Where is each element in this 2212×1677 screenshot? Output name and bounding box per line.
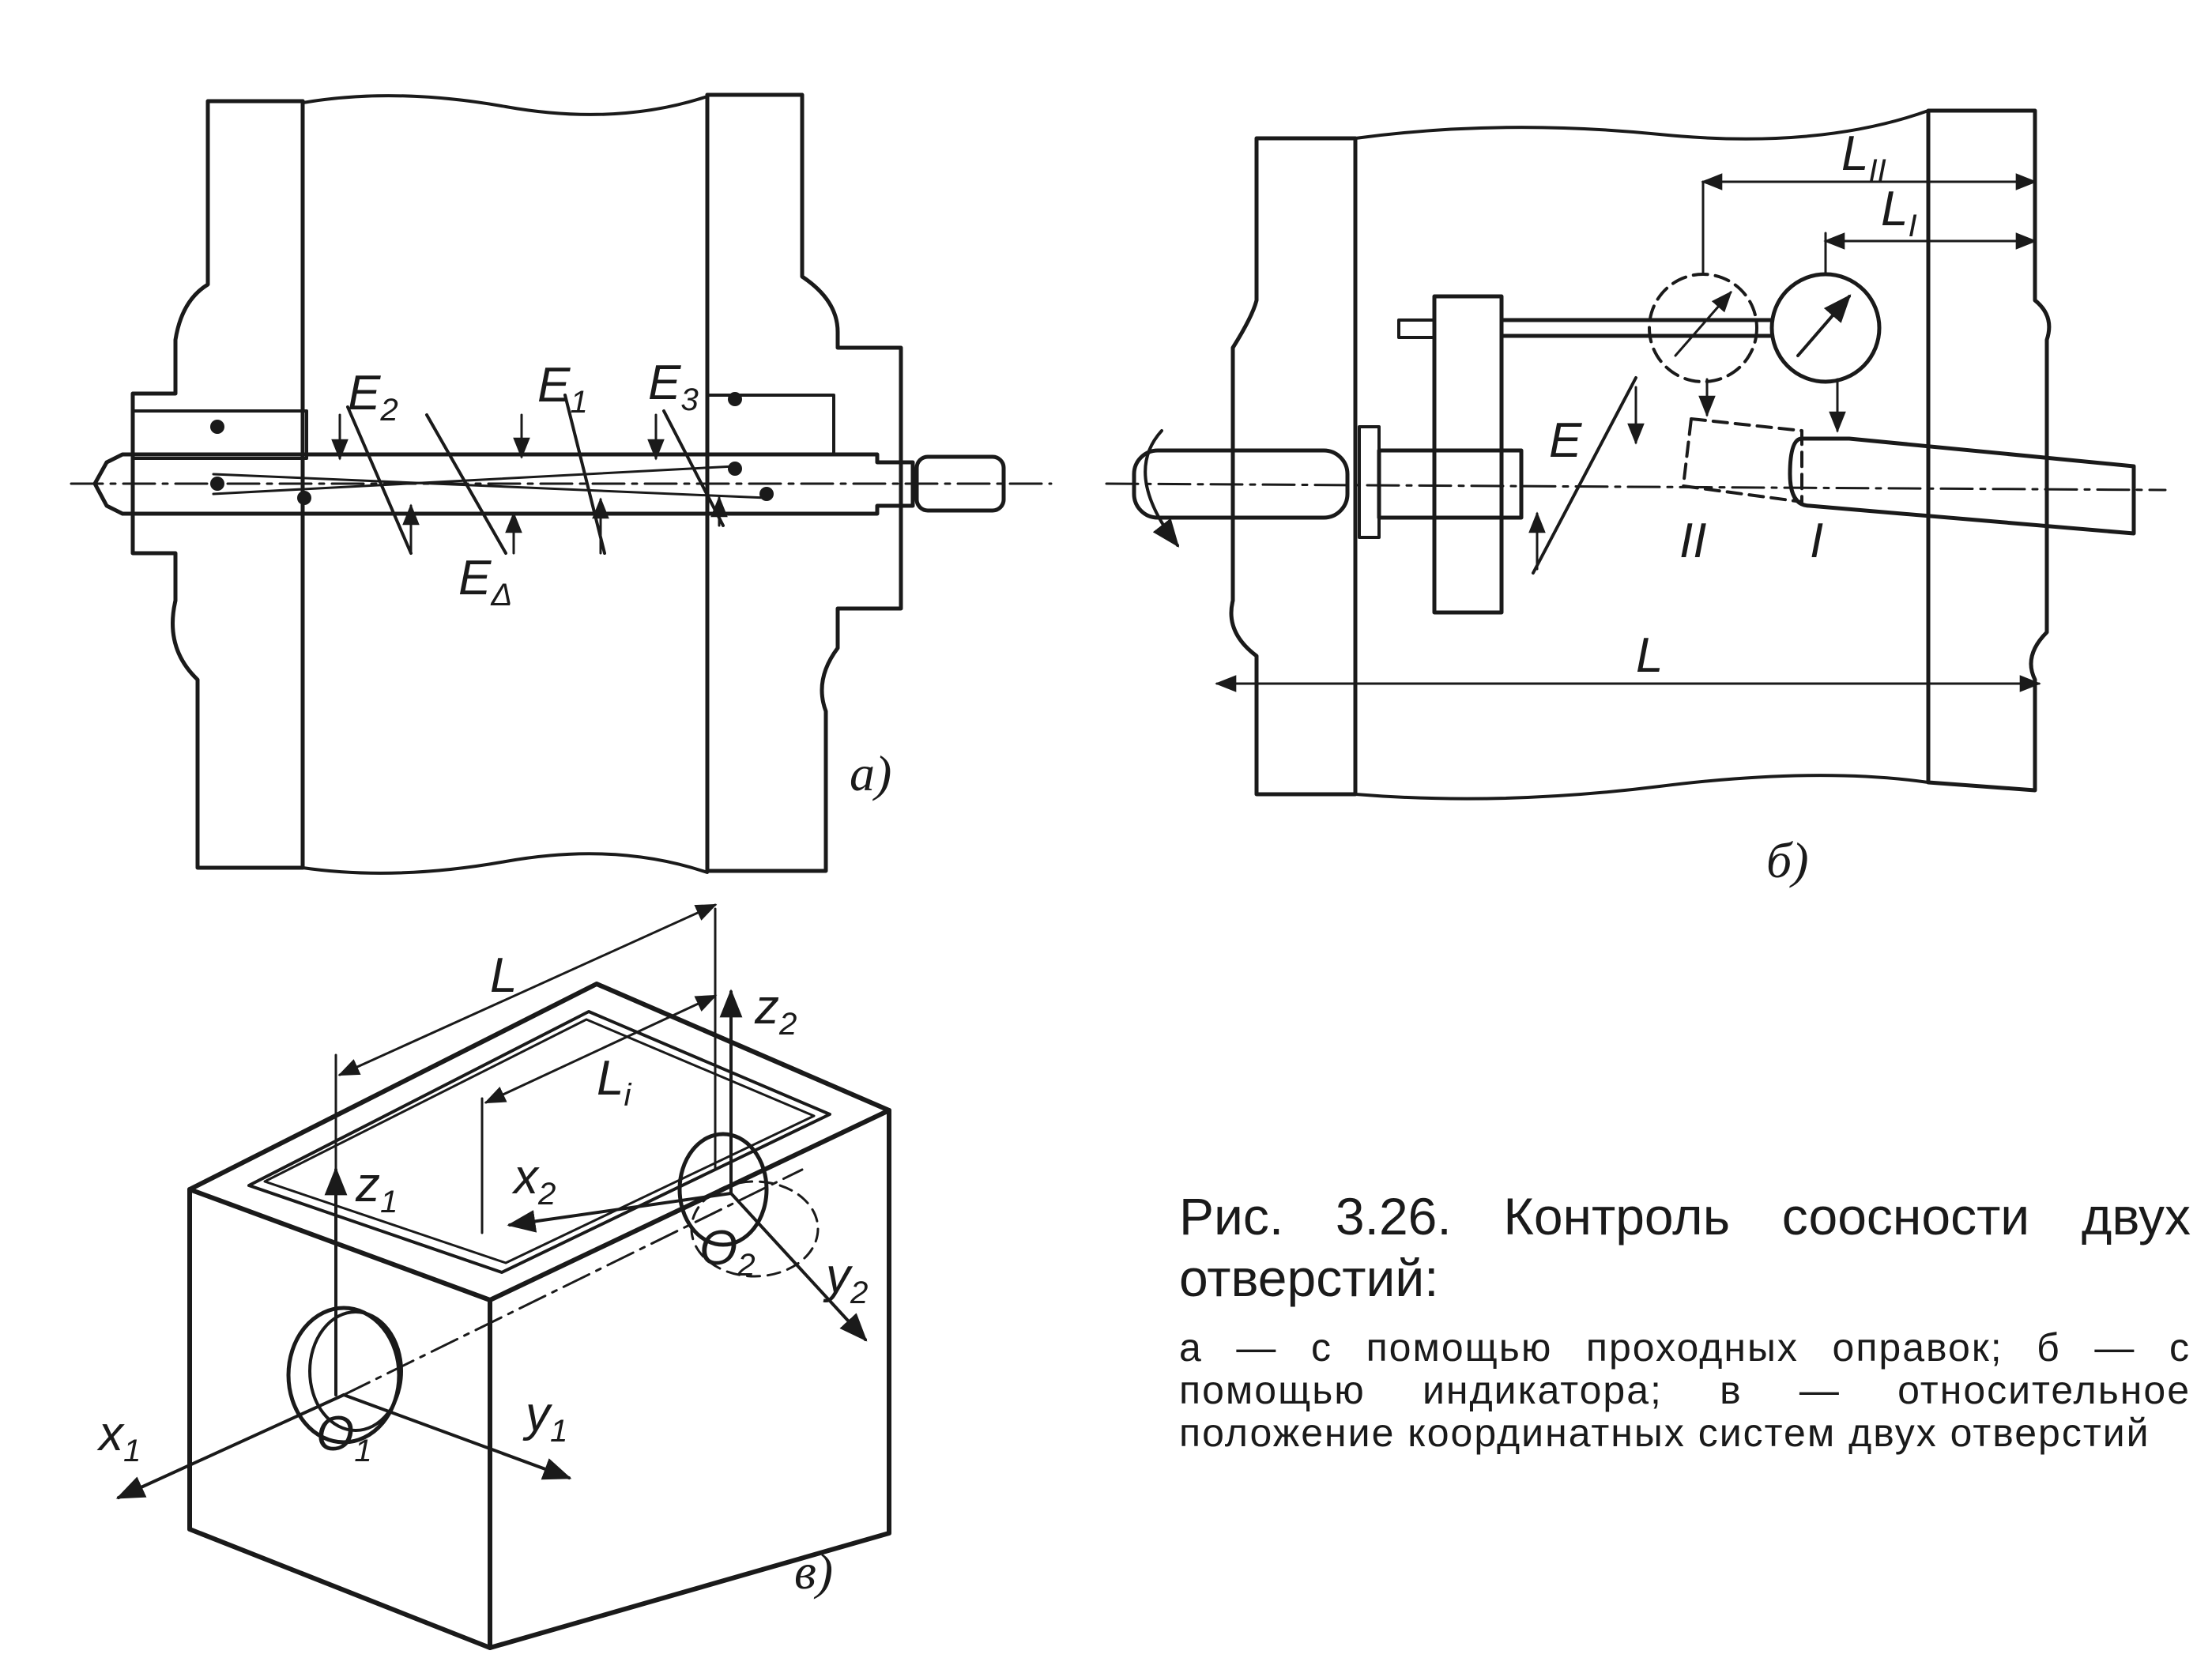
label-l2: LII	[1841, 126, 1886, 188]
panel-c: L Li z1 z2 x1 x2 y1 y2 O1 O2 в)	[96, 903, 891, 1650]
left-wall-b	[1229, 136, 1358, 797]
label-e1: E1	[537, 358, 588, 420]
dial-indicator	[1769, 272, 1882, 384]
right-wall-section	[705, 92, 903, 873]
label-pos1: I	[1810, 514, 1823, 568]
label-edelta: EΔ	[458, 551, 512, 612]
caption-title: Рис. 3.26. Контроль соосности двух отвер…	[1179, 1187, 2191, 1307]
panel-b-label: б)	[1766, 832, 1809, 888]
figure-caption: Рис. 3.26. Контроль соосности двух отвер…	[1179, 1185, 2191, 1454]
label-z2: z2	[754, 980, 797, 1042]
indicator-pos-2	[1648, 273, 1758, 383]
panel-b: LII LI E II I L б)	[1105, 108, 2167, 888]
hole-o2	[677, 1132, 769, 1247]
label-e: E	[1549, 413, 1582, 468]
test-mandrel-2	[1682, 417, 1803, 503]
caption-body: а — с помощью проходных оправок; б — с п…	[1179, 1325, 2191, 1455]
label-o2: O2	[699, 1221, 756, 1283]
panel-a: E2 E1 E3 EΔ а)	[70, 92, 1053, 875]
faceplate	[1432, 294, 1504, 615]
label-li: Li	[597, 1051, 631, 1113]
left-wall-section	[130, 99, 305, 870]
housing-block	[187, 982, 891, 1650]
label-x2: x2	[511, 1150, 556, 1212]
label-z1: z1	[355, 1158, 398, 1219]
label-y1: y1	[522, 1387, 567, 1449]
label-e3: E3	[648, 356, 699, 417]
test-mandrel-1	[1788, 436, 2136, 536]
panel-a-label: а)	[850, 745, 891, 801]
label-l-c: L	[490, 948, 517, 1003]
label-pos2: II	[1679, 514, 1706, 568]
label-l-b: L	[1636, 628, 1663, 683]
panel-c-label: в)	[794, 1543, 833, 1600]
hole-o1	[286, 1306, 401, 1445]
label-l1: LI	[1881, 182, 1917, 243]
label-o1: O1	[316, 1407, 372, 1468]
label-e2: E2	[348, 366, 398, 428]
label-x1: x1	[96, 1407, 141, 1468]
label-y2: y2	[823, 1249, 868, 1310]
